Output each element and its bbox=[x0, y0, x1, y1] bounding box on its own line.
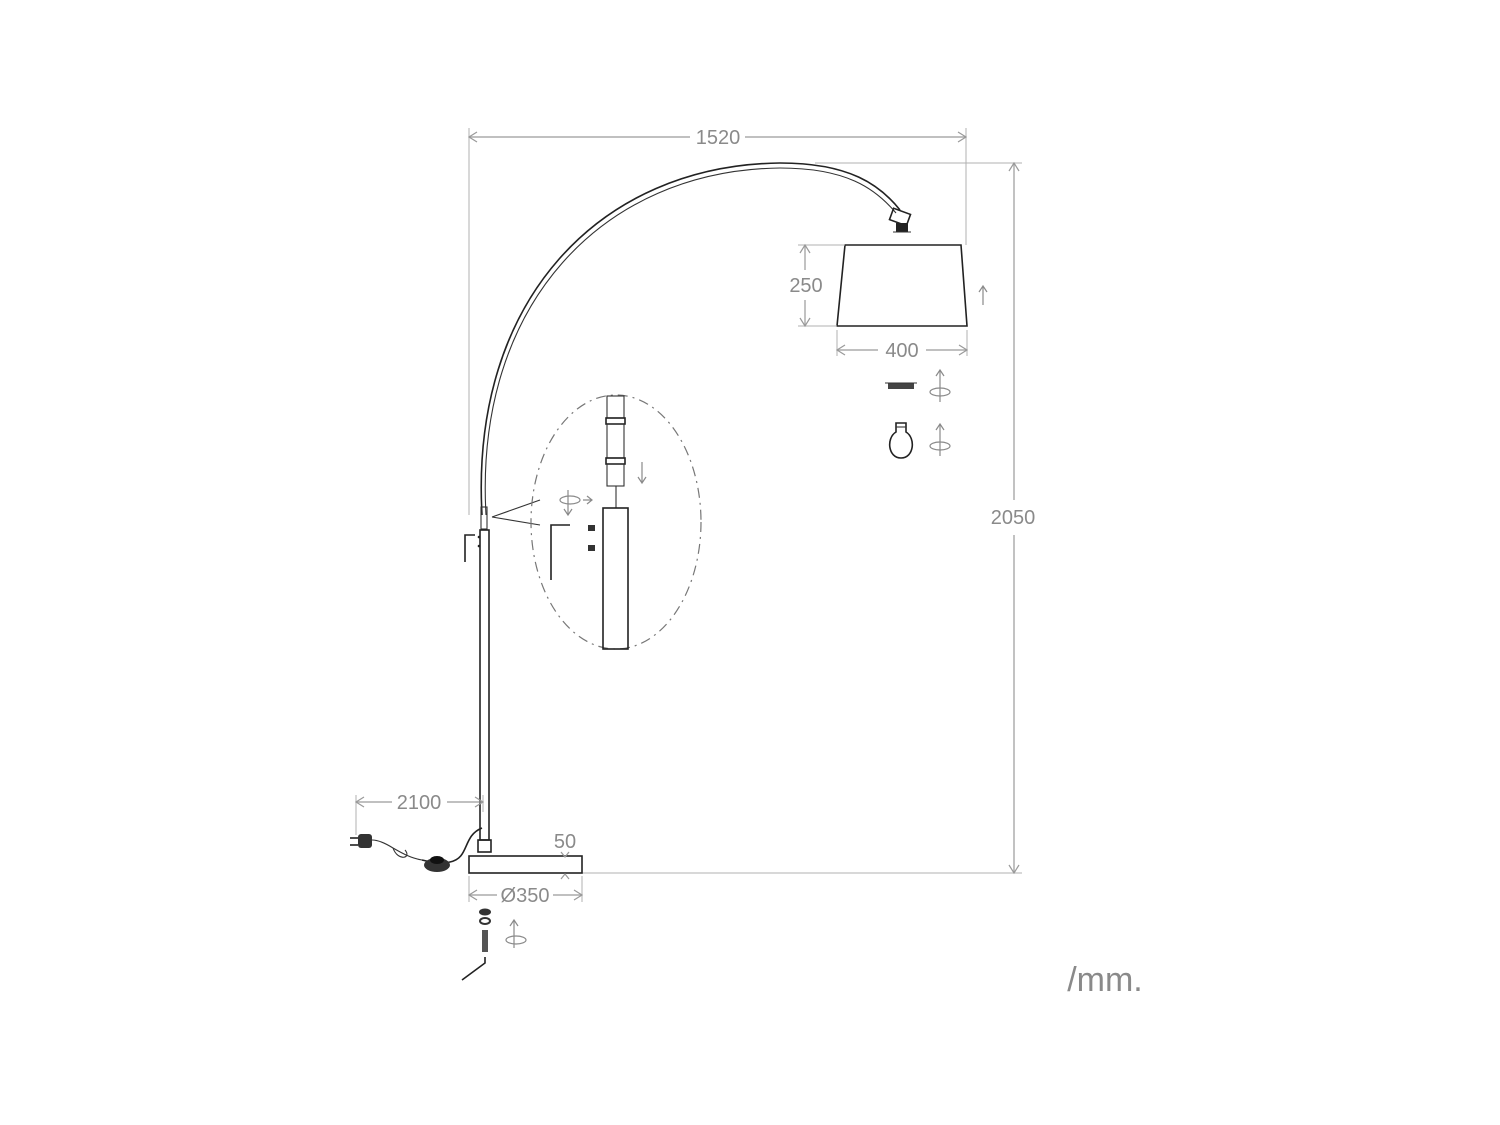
lamp-pole bbox=[477, 506, 492, 853]
bulb-icon bbox=[888, 422, 914, 459]
dimension-height-total: 2050 bbox=[582, 161, 1036, 875]
detail-view bbox=[530, 394, 702, 650]
plug-icon bbox=[350, 834, 372, 848]
label-width-total: 1520 bbox=[696, 127, 741, 149]
screw-icon bbox=[588, 525, 595, 531]
arrow-up-icon bbox=[978, 284, 988, 305]
rotate-arrow-icon bbox=[505, 918, 527, 948]
power-cable bbox=[371, 827, 483, 864]
rotate-arrow-icon bbox=[929, 422, 951, 456]
label-shade-height: 250 bbox=[789, 275, 822, 297]
lamp-base bbox=[468, 855, 583, 874]
screw-icon bbox=[588, 545, 595, 551]
label-height-total: 2050 bbox=[991, 507, 1036, 529]
dimension-width-total: 1520 bbox=[467, 127, 968, 515]
dimension-shade-height: 250 bbox=[789, 243, 845, 328]
rotate-arrow-icon bbox=[559, 490, 593, 517]
label-base-diameter: Ø350 bbox=[501, 885, 550, 907]
base-hardware bbox=[461, 908, 491, 981]
lamp-arc-arm bbox=[480, 162, 901, 516]
label-shade-width: 400 bbox=[885, 340, 918, 362]
unit-label: /mm. bbox=[1067, 961, 1143, 999]
shade-ring-icon bbox=[885, 382, 917, 389]
label-cable-length: 2100 bbox=[397, 792, 442, 814]
wrench-icon bbox=[464, 534, 475, 562]
dimension-shade-width: 400 bbox=[835, 330, 969, 362]
dimension-cable-length: 2100 bbox=[354, 792, 485, 835]
label-base-height: 50 bbox=[554, 831, 576, 853]
dimension-base-height: 50 bbox=[554, 831, 576, 880]
foot-switch-icon bbox=[424, 856, 450, 872]
dimension-base-diameter: Ø350 bbox=[467, 876, 584, 907]
rotate-arrow-icon bbox=[929, 368, 951, 402]
wrench-icon bbox=[550, 524, 570, 580]
lamp-socket bbox=[888, 207, 912, 233]
wrench-icon bbox=[461, 957, 486, 981]
lamp-shade bbox=[836, 244, 968, 327]
callout-pointer bbox=[491, 499, 541, 526]
